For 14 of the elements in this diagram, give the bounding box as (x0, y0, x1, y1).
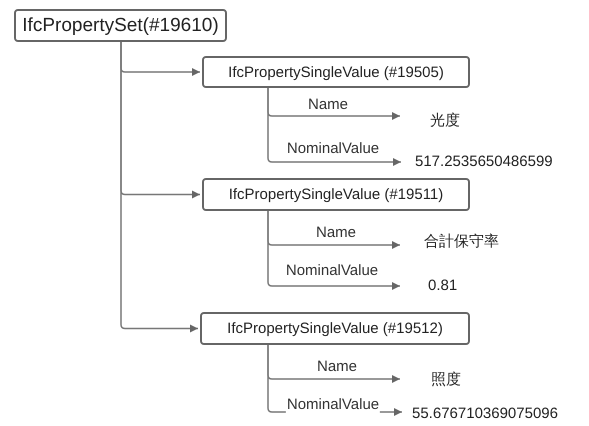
edge-label: NominalValue (286, 396, 380, 414)
arrow (267, 211, 400, 290)
entity-box: IfcPropertySingleValue (#19505) (202, 56, 470, 88)
value-text: 合計保守率 (424, 232, 499, 252)
value-text: 光度 (430, 111, 460, 131)
value-text: 55.676710369075096 (412, 404, 558, 424)
value-text: 517.2535650486599 (415, 152, 553, 172)
entity-box: IfcPropertySet(#19610) (14, 9, 227, 42)
arrow (120, 42, 198, 332)
value-text: 0.81 (428, 276, 458, 296)
arrow (267, 88, 401, 166)
value-text: 照度 (431, 370, 461, 390)
entity-box: IfcPropertySingleValue (#19511) (202, 178, 470, 211)
entity-box: IfcPropertySingleValue (#19512) (200, 312, 470, 345)
